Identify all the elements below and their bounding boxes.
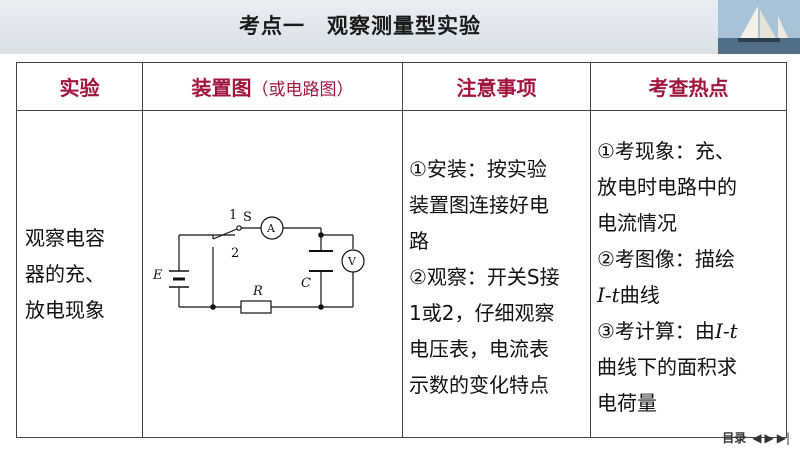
previous-slide-icon[interactable]: ◀ bbox=[752, 430, 762, 445]
header-hotspots: 考查热点 bbox=[590, 62, 787, 111]
slide-navigation: 目录 ◀ ▶ ▶| bbox=[722, 429, 790, 446]
emf-label: E bbox=[152, 268, 163, 283]
experiment-line: 观察电容 bbox=[25, 226, 105, 250]
notes-line: 电压表，电流表 bbox=[409, 337, 549, 361]
notes-cell: ①安装：按实验 装置图连接好电 路 ②观察：开关S接 1或2，仔细观察 电压表，… bbox=[402, 110, 591, 438]
hotspots-line: ①考现象：充、 bbox=[597, 139, 735, 163]
it-curve-variable: I-t bbox=[597, 283, 620, 307]
resistor-symbol bbox=[240, 300, 272, 314]
circuit-diagram: E 1 S 2 A V C R bbox=[152, 208, 365, 314]
it-curve-variable: I-t bbox=[714, 319, 738, 343]
hotspots-cell: ①考现象：充、 放电时电路中的 电流情况 ②考图像：描绘 I-t曲线 ③考计算：… bbox=[590, 110, 787, 438]
hotspots-line: I-t曲线 bbox=[597, 277, 780, 313]
header-notes: 注意事项 bbox=[402, 62, 591, 111]
resistor-label: R bbox=[252, 284, 263, 299]
switch-position-2-label: 2 bbox=[231, 246, 239, 261]
capacitor-label: C bbox=[301, 276, 311, 291]
hotspots-line: ②考图像：描绘 bbox=[597, 247, 735, 271]
hotspots-line: 电流情况 bbox=[597, 211, 677, 235]
notes-line: ①安装：按实验 bbox=[409, 157, 547, 181]
header-bar bbox=[0, 0, 800, 54]
hotspots-line: ③考计算：由I-t bbox=[597, 313, 780, 349]
header-apparatus-label: 装置图 bbox=[191, 76, 252, 100]
notes-line: 装置图连接好电 bbox=[409, 193, 549, 217]
header-experiment: 实验 bbox=[16, 62, 143, 111]
sailboat-photo bbox=[718, 0, 800, 54]
switch-position-1-label: 1 bbox=[229, 208, 237, 223]
experiment-line: 放电现象 bbox=[25, 298, 105, 322]
notes-line: ②观察：开关S接 bbox=[409, 265, 560, 289]
switch-label: S bbox=[243, 210, 252, 225]
hotspots-text: 曲线 bbox=[619, 283, 660, 307]
experiment-line: 器的充、 bbox=[25, 262, 105, 286]
table-row: 观察电容 器的充、 放电现象 bbox=[16, 110, 787, 438]
next-slide-icon[interactable]: ▶ bbox=[764, 430, 774, 445]
table-of-contents-link[interactable]: 目录 bbox=[722, 431, 747, 445]
hotspots-line: 放电时电路中的 bbox=[597, 175, 737, 199]
hotspots-line: 电荷量 bbox=[597, 391, 657, 415]
header-apparatus: 装置图（或电路图） bbox=[142, 62, 403, 111]
header-apparatus-hint: （或电路图） bbox=[251, 80, 354, 100]
circuit-diagram-cell: E 1 S 2 A V C R bbox=[142, 110, 403, 438]
slide-title: 考点一 观察测量型实验 bbox=[239, 14, 481, 38]
experiment-cell: 观察电容 器的充、 放电现象 bbox=[16, 110, 143, 438]
last-slide-icon[interactable]: ▶| bbox=[776, 430, 790, 445]
experiment-table: 实验 装置图（或电路图） 注意事项 考查热点 观察电容 器的充、 放电现象 bbox=[16, 62, 787, 438]
switch-blade bbox=[212, 228, 238, 240]
switch-contact-1 bbox=[236, 225, 242, 231]
notes-line: 示数的变化特点 bbox=[409, 373, 549, 397]
notes-line: 路 bbox=[409, 229, 429, 253]
header-row: 实验 装置图（或电路图） 注意事项 考查热点 bbox=[16, 62, 787, 111]
voltmeter-label: V bbox=[347, 255, 357, 268]
notes-line: 1或2，仔细观察 bbox=[409, 301, 555, 325]
ammeter-label: A bbox=[266, 222, 276, 235]
hotspots-line: 曲线下的面积求 bbox=[597, 355, 737, 379]
hotspots-text: ③考计算：由 bbox=[597, 319, 715, 343]
